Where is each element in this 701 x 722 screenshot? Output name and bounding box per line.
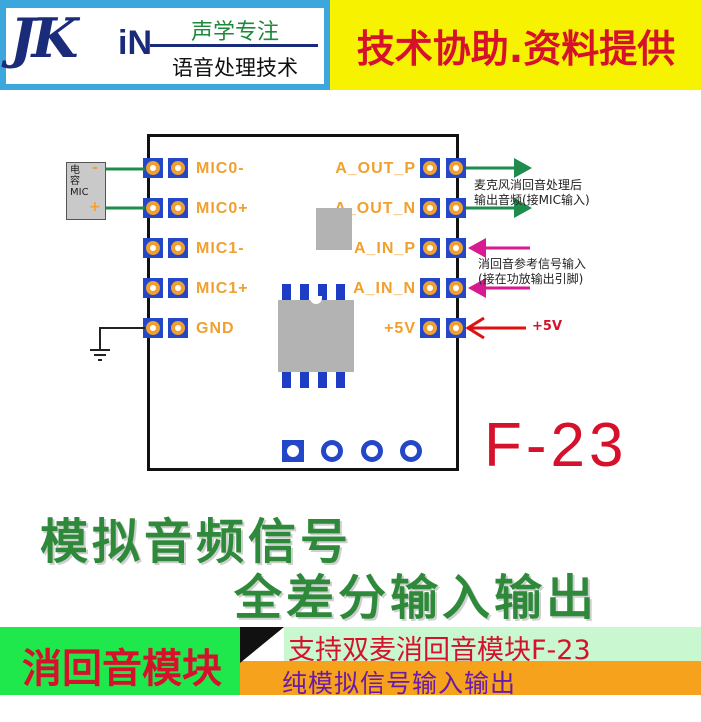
- chip-lead: [282, 284, 291, 300]
- footer-feature-analog-io: 纯模拟信号输入输出: [282, 669, 517, 698]
- ground-wire: [99, 327, 145, 350]
- input-arrow-n: [468, 278, 486, 298]
- pin-label-a-out-p: A_OUT_P: [335, 160, 416, 177]
- pin-label-5v: +5V: [384, 320, 416, 337]
- chip-lead: [318, 372, 327, 388]
- input-note-line1: 消回音参考信号输入: [478, 257, 587, 271]
- pin-pad: [420, 238, 440, 258]
- edge-pad: [143, 158, 163, 178]
- output-note-line2: 输出音频(接MIC输入): [474, 193, 590, 207]
- chip-lead: [300, 284, 309, 300]
- pin-pad: [168, 198, 188, 218]
- brand-tagline-bottom: 语音处理技术: [172, 56, 298, 80]
- header-slogan: 技术协助.资料提供: [356, 27, 676, 71]
- chip-lead: [300, 372, 309, 388]
- brand-divider: [150, 44, 318, 47]
- edge-pad: [446, 278, 466, 298]
- logo-n: iN: [118, 24, 152, 62]
- header-right-panel: [330, 0, 701, 90]
- mic-capsule: [66, 162, 106, 220]
- pin-pad: [420, 278, 440, 298]
- input-note-line2: (接在功放输出引脚): [478, 272, 584, 286]
- pin-pad: [168, 318, 188, 338]
- edge-pad: [143, 238, 163, 258]
- power-note: +5V: [532, 319, 562, 334]
- header-hole: [321, 440, 343, 462]
- output-arrow-p: [514, 158, 532, 178]
- footer-feature-dual-mic: 支持双麦消回音模块F-23: [288, 635, 591, 666]
- pin-pad: [420, 158, 440, 178]
- mic-minus-sign: -: [92, 160, 98, 176]
- output-arrow-n: [514, 198, 532, 218]
- edge-pad: [446, 198, 466, 218]
- chip-lead: [282, 372, 291, 388]
- pin-pad: [420, 318, 440, 338]
- pin-pad: [168, 238, 188, 258]
- pin-label-a-in-n: A_IN_N: [353, 280, 416, 297]
- pin-label-mic0-plus: MIC0+: [196, 200, 249, 217]
- footer-top-band: [284, 627, 701, 661]
- edge-pad: [143, 278, 163, 298]
- edge-pad: [143, 198, 163, 218]
- footer-divider-triangle: [240, 627, 284, 663]
- footer-bottom-band: [240, 661, 701, 695]
- pin-pad: [168, 278, 188, 298]
- chip-lead: [336, 372, 345, 388]
- header-hole: [361, 440, 383, 462]
- header-hole: [400, 440, 422, 462]
- edge-pad: [143, 318, 163, 338]
- pin-label-gnd: GND: [196, 320, 235, 337]
- edge-pad: [446, 158, 466, 178]
- chip-lead: [318, 284, 327, 300]
- output-note-line1: 麦克风消回音处理后: [474, 178, 583, 192]
- small-component: [316, 208, 352, 250]
- header-hole-square: [282, 440, 304, 462]
- dsp-chip: [278, 300, 354, 372]
- pin-label-mic1-minus: MIC1-: [196, 240, 245, 257]
- pin-pad: [168, 158, 188, 178]
- footer-left-panel: [0, 627, 240, 695]
- model-label: F-23: [484, 411, 628, 480]
- chip-pin1-notch: [310, 296, 322, 304]
- chip-lead: [336, 284, 345, 300]
- mic-plus-sign: +: [89, 199, 101, 215]
- pin-label-a-out-n: A_OUT_N: [334, 200, 416, 217]
- pin-label-mic1-plus: MIC1+: [196, 280, 249, 297]
- power-arrow: [465, 316, 485, 340]
- mic-label: 电容MIC: [70, 165, 89, 198]
- tagline-analog-audio: 模拟音频信号: [40, 514, 353, 570]
- pin-pad: [420, 198, 440, 218]
- pin-label-a-in-p: A_IN_P: [353, 240, 416, 257]
- pin-label-mic0-minus: MIC0-: [196, 160, 245, 177]
- tagline-differential-io: 全差分输入输出: [234, 570, 599, 626]
- edge-pad: [446, 318, 466, 338]
- footer-product-name: 消回音模块: [22, 646, 222, 692]
- input-arrow-p: [468, 238, 486, 258]
- edge-pad: [446, 238, 466, 258]
- logo-letters: JK: [10, 6, 79, 70]
